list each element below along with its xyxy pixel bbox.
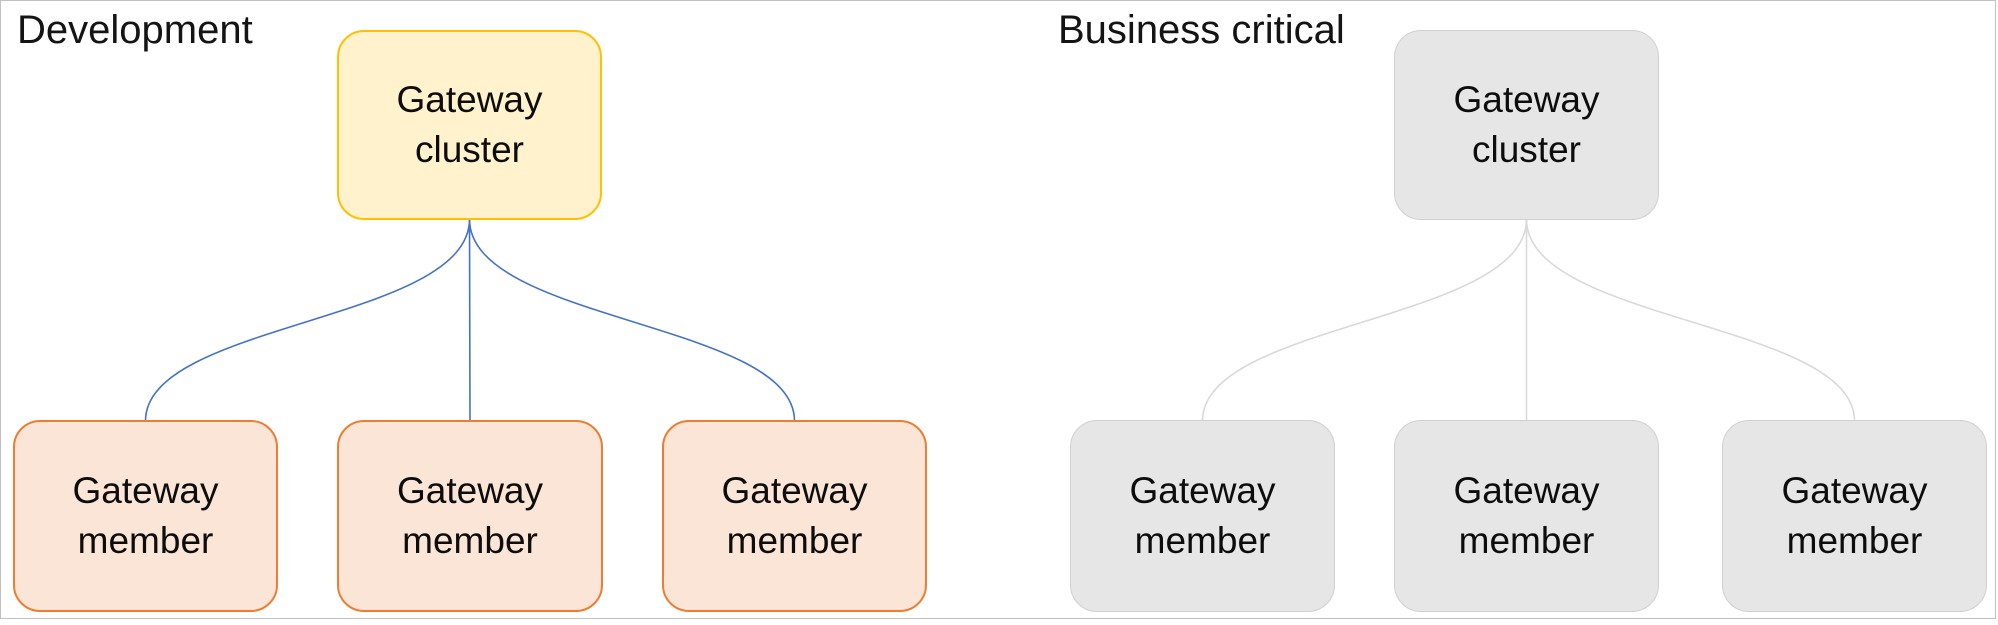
- development-gateway-cluster-node: Gateway cluster: [337, 30, 602, 220]
- panel-title-business-critical: Business critical: [1058, 8, 1345, 52]
- development-gateway-member-node-2: Gateway member: [337, 420, 603, 612]
- business-critical-gateway-member-node-1: Gateway member: [1070, 420, 1335, 612]
- panel-title-development: Development: [17, 8, 253, 52]
- business-critical-gateway-member-node-2: Gateway member: [1394, 420, 1659, 612]
- development-gateway-member-node-3: Gateway member: [662, 420, 927, 612]
- business-critical-gateway-cluster-node: Gateway cluster: [1394, 30, 1659, 220]
- business-critical-gateway-member-node-3: Gateway member: [1722, 420, 1987, 612]
- development-gateway-member-node-1: Gateway member: [13, 420, 278, 612]
